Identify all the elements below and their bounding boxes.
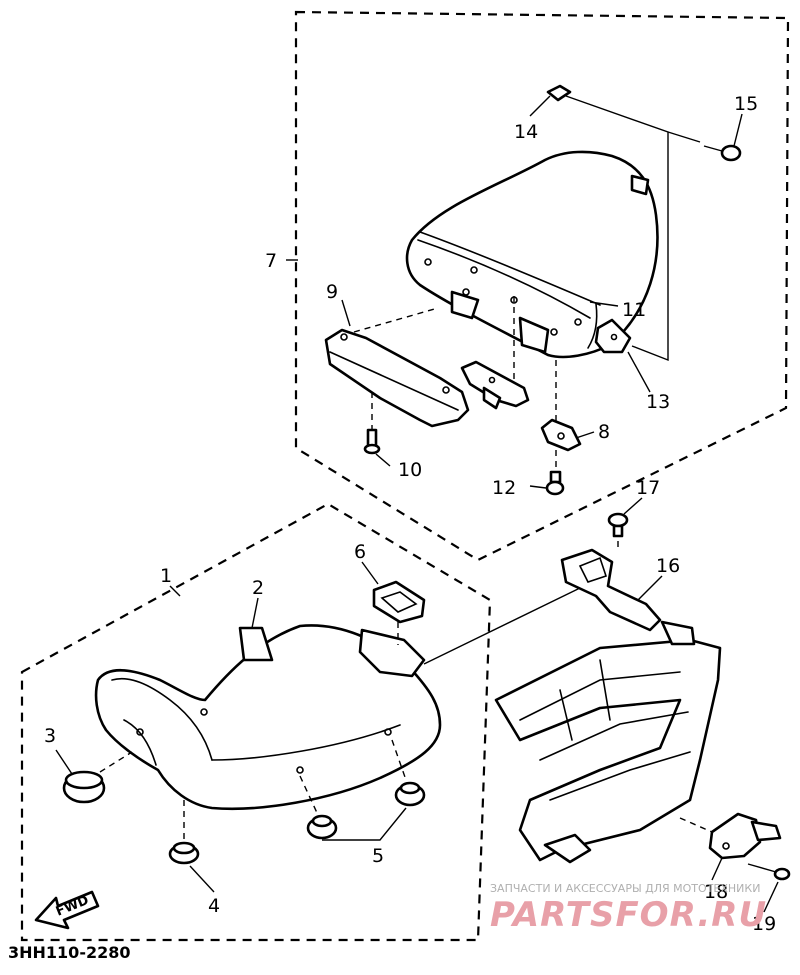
damper-5b xyxy=(391,739,426,807)
seat-plate xyxy=(460,296,530,410)
rear-frame xyxy=(494,638,722,864)
callout-5: 5 xyxy=(372,845,384,867)
passenger-seat xyxy=(405,150,659,359)
callout-13: 13 xyxy=(646,391,670,413)
leader-frame-right xyxy=(565,95,669,362)
callout-10: 10 xyxy=(398,459,422,481)
callout-18: 18 xyxy=(704,881,728,903)
watermark-tagline: ЗАПЧАСТИ И АКСЕССУАРЫ ДЛЯ МОТОТЕХНИКИ xyxy=(490,882,760,895)
callout-2: 2 xyxy=(252,577,264,599)
callout-7: 7 xyxy=(265,250,277,272)
callout-12: 12 xyxy=(492,477,516,499)
lock-18 xyxy=(679,812,782,860)
seat-bracket-13 xyxy=(594,318,632,354)
bolt-17 xyxy=(607,512,629,538)
damper-4 xyxy=(168,800,200,865)
bolt-10 xyxy=(363,392,381,455)
main-seat xyxy=(94,624,442,811)
seat-bracket-9 xyxy=(324,307,470,428)
bolt-12 xyxy=(545,450,565,496)
callout-19: 19 xyxy=(752,913,776,935)
seat-lock-16 xyxy=(560,530,696,646)
diagram-code: 3HH110-2280 xyxy=(8,943,130,962)
group-box-1 xyxy=(20,502,492,942)
callout-9: 9 xyxy=(326,281,338,303)
clip-14 xyxy=(546,84,572,102)
callout-15: 15 xyxy=(734,93,758,115)
watermark-brand: PARTSFOR.RU xyxy=(490,895,767,935)
seat-to-lock-line xyxy=(423,587,581,665)
callout-6: 6 xyxy=(354,541,366,563)
fwd-arrow: FWD xyxy=(34,890,100,930)
callout-1: 1 xyxy=(160,565,172,587)
group-box-7 xyxy=(294,10,790,562)
damper-6 xyxy=(372,580,426,645)
damper-5a xyxy=(299,775,338,840)
callout-16: 16 xyxy=(656,555,680,577)
callout-4: 4 xyxy=(208,895,220,917)
callout-14: 14 xyxy=(514,121,538,143)
damper-3 xyxy=(62,751,133,804)
screw-15 xyxy=(703,144,742,162)
seat-bracket-8 xyxy=(540,360,582,452)
screw-19 xyxy=(747,863,791,881)
callout-3: 3 xyxy=(44,725,56,747)
callout-8: 8 xyxy=(598,421,610,443)
callout-11: 11 xyxy=(622,299,646,321)
callout-17: 17 xyxy=(636,477,660,499)
